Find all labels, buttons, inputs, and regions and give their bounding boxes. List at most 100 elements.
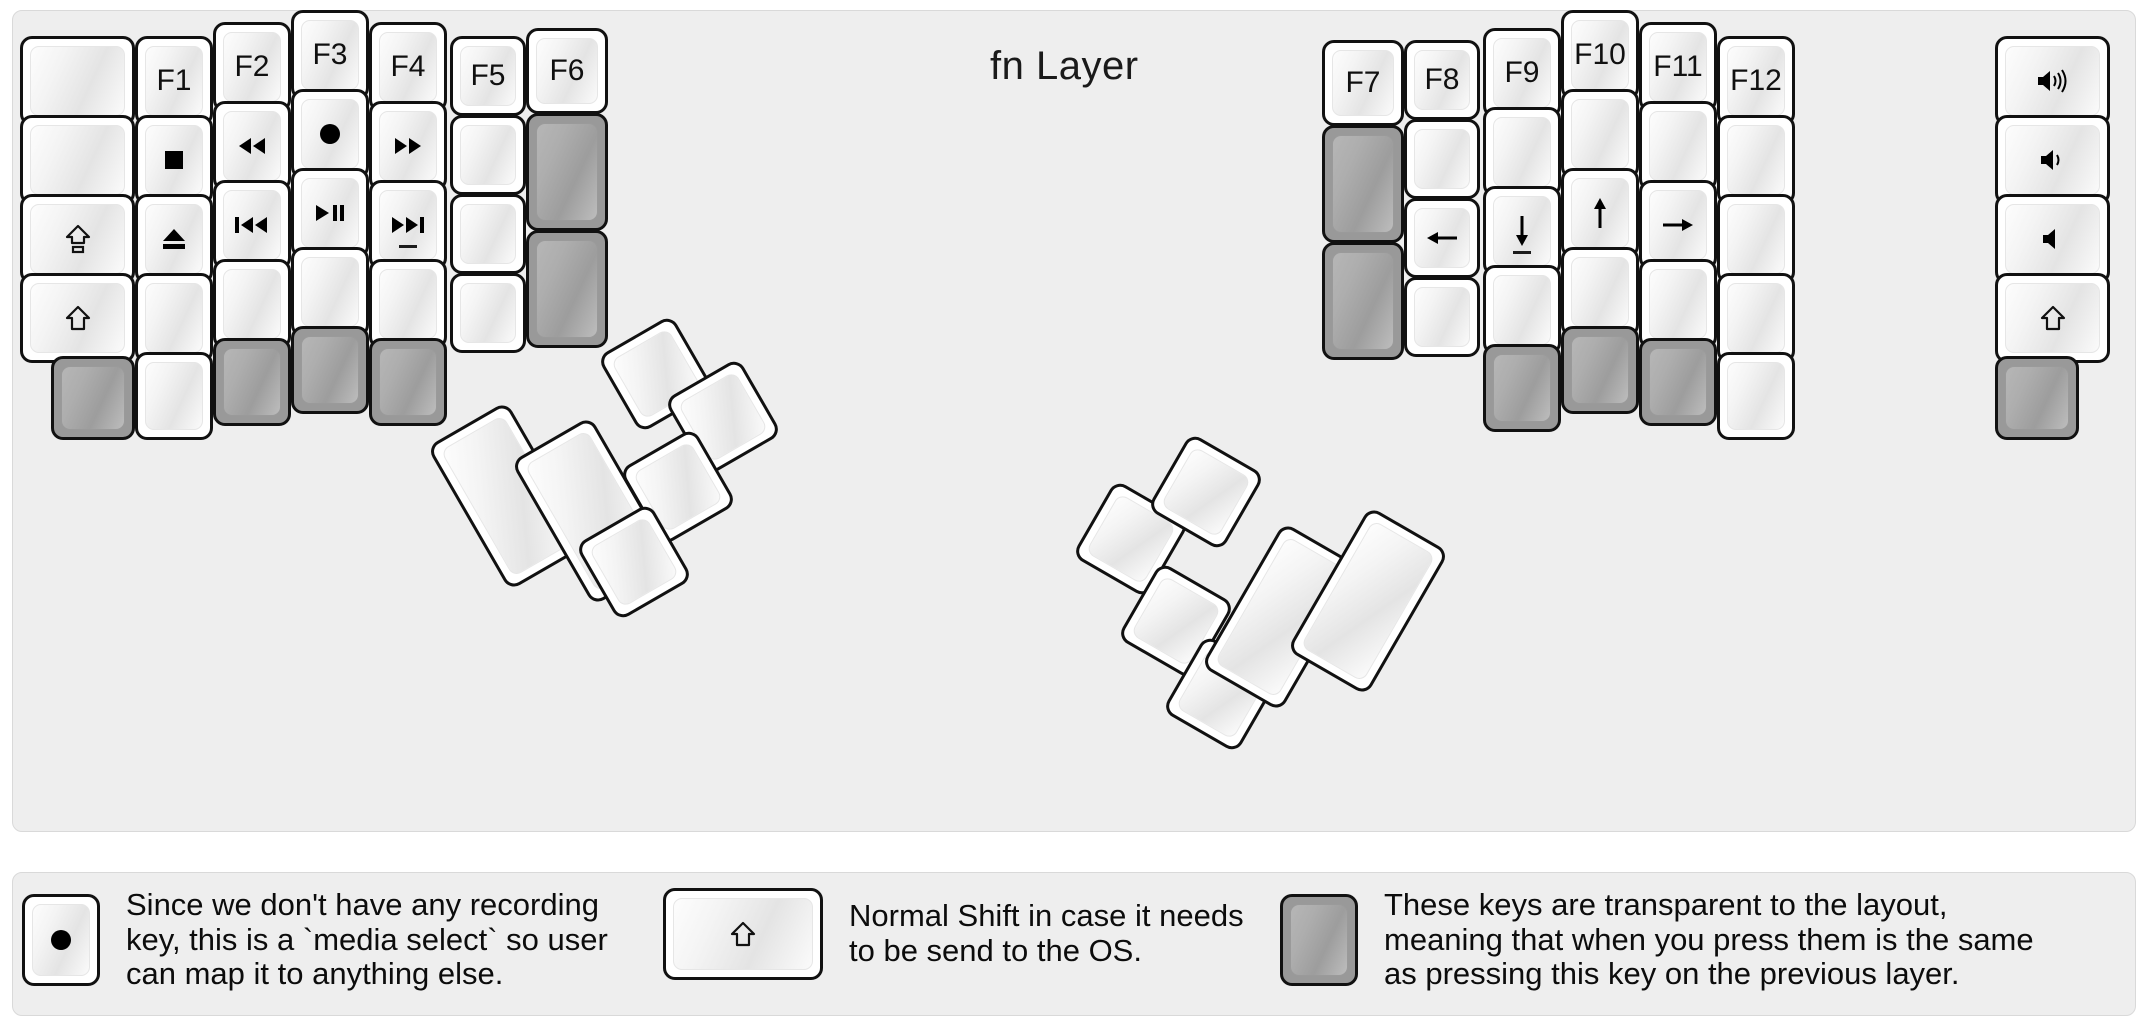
key-left-c4-r1-fast-forward[interactable] (369, 101, 447, 191)
key-left-c2-r0-f2[interactable]: F2 (213, 22, 291, 112)
key-cap: F6 (536, 38, 598, 104)
key-right-c6-r2-volume-mute[interactable] (1995, 194, 2110, 284)
key-right-c1-r1[interactable] (1404, 119, 1480, 199)
key-label: F4 (390, 50, 426, 83)
legend-key-transparent[interactable] (1280, 894, 1358, 987)
key-left-c4-r3[interactable] (369, 259, 447, 349)
key-left-c3-r2-play-pause[interactable] (291, 168, 369, 258)
key-left-c1-r2-eject[interactable] (135, 194, 213, 284)
shift-icon (2040, 305, 2065, 331)
key-label: F12 (1730, 64, 1782, 97)
key-left-c2-r3[interactable] (213, 259, 291, 349)
key-right-c4-r0-f11[interactable]: F11 (1639, 22, 1717, 112)
key-right-c0-r2-transparent[interactable] (1322, 242, 1404, 360)
key-cap (1571, 178, 1629, 248)
key-right-c3-r0-f10[interactable]: F10 (1561, 10, 1639, 100)
arrow-left-icon (1427, 232, 1457, 244)
key-left-c6-r1-transparent[interactable] (526, 113, 608, 231)
media-record-icon (320, 124, 340, 144)
media-record-icon (51, 930, 71, 951)
shift-icon (730, 921, 756, 947)
key-left-c5-r1[interactable] (450, 115, 526, 195)
key-cap (536, 240, 598, 338)
key-left-c0-r2-capslock[interactable] (20, 194, 135, 284)
key-left-c2-r4-transparent[interactable] (213, 338, 291, 426)
key-right-c1-r0-f8[interactable]: F8 (1404, 40, 1480, 120)
key-left-c0-r1[interactable] (20, 115, 135, 205)
key-cap: F12 (1727, 46, 1785, 116)
key-left-c6-r2-transparent[interactable] (526, 230, 608, 348)
key-left-c5-r2[interactable] (450, 194, 526, 274)
legend-caption-shift: Normal Shift in case it needs to be send… (849, 898, 1244, 968)
key-left-c1-r3[interactable] (135, 273, 213, 363)
key-right-c4-r2-arrow-right[interactable] (1639, 180, 1717, 270)
key-right-c5-r3[interactable] (1717, 273, 1795, 363)
key-cap (673, 898, 813, 970)
key-cap (61, 366, 125, 430)
key-right-c4-r3[interactable] (1639, 259, 1717, 349)
key-left-c1-r4[interactable] (135, 352, 213, 440)
legend-key-record[interactable] (22, 894, 100, 987)
key-cap (223, 111, 281, 181)
media-prev-track-icon (235, 217, 267, 233)
key-label: F3 (312, 38, 348, 71)
key-left-c3-r3[interactable] (291, 247, 369, 337)
key-left-c1-r1-stop[interactable] (135, 115, 213, 205)
key-right-c4-r4-transparent[interactable] (1639, 338, 1717, 426)
key-left-c0-r3-shift[interactable] (20, 273, 135, 363)
volume-up-icon (2037, 69, 2066, 93)
key-right-c0-r0-f7[interactable]: F7 (1322, 40, 1404, 126)
key-right-c1-r2-arrow-left[interactable] (1404, 198, 1480, 278)
key-left-c0-r0[interactable] (20, 36, 135, 126)
key-right-c3-r1[interactable] (1561, 89, 1639, 179)
key-left-c0-r4-transparent[interactable] (51, 356, 135, 440)
key-left-c3-r4-transparent[interactable] (291, 326, 369, 414)
key-left-c3-r0-f3[interactable]: F3 (291, 10, 369, 100)
key-cap (460, 125, 516, 185)
key-cap: F8 (1414, 50, 1470, 110)
key-cap (1571, 336, 1629, 404)
legend-key-shift[interactable] (663, 888, 823, 980)
key-cap (30, 204, 125, 274)
key-left-c4-r0-f4[interactable]: F4 (369, 22, 447, 112)
key-right-c6-r0-volume-up[interactable] (1995, 36, 2110, 126)
key-left-c4-r2-next-track[interactable] (369, 180, 447, 270)
media-play-pause-icon (316, 205, 344, 221)
legend-item-record: Since we don't have any recording key, t… (22, 887, 608, 992)
key-right-c1-r3[interactable] (1404, 277, 1480, 357)
key-left-c2-r1-rewind[interactable] (213, 101, 291, 191)
key-right-c2-r1[interactable] (1483, 107, 1561, 197)
key-left-c5-r3[interactable] (450, 273, 526, 353)
key-right-c3-r2-arrow-up[interactable] (1561, 168, 1639, 258)
key-right-c2-r4-transparent[interactable] (1483, 344, 1561, 432)
key-left-c1-r0-f1[interactable]: F1 (135, 36, 213, 126)
key-right-c6-r4-transparent[interactable] (1995, 356, 2079, 440)
key-cap (1493, 196, 1551, 266)
key-right-c2-r0-f9[interactable]: F9 (1483, 28, 1561, 118)
key-right-c5-r0-f12[interactable]: F12 (1717, 36, 1795, 126)
key-right-c6-r3-shift[interactable] (1995, 273, 2110, 363)
key-left-c3-r1-record[interactable] (291, 89, 369, 179)
key-cap (1493, 117, 1551, 187)
key-label: F9 (1504, 56, 1540, 89)
key-left-c6-r0-f6[interactable]: F6 (526, 28, 608, 114)
key-right-c0-r1-transparent[interactable] (1322, 125, 1404, 243)
key-right-c4-r1[interactable] (1639, 101, 1717, 191)
key-right-c2-r2-arrow-down[interactable] (1483, 186, 1561, 276)
key-left-c4-r4-transparent[interactable] (369, 338, 447, 426)
key-right-c5-r2[interactable] (1717, 194, 1795, 284)
key-left-c5-r0-f5[interactable]: F5 (450, 36, 526, 116)
key-right-c5-r4[interactable] (1717, 352, 1795, 440)
arrow-right-icon (1663, 219, 1693, 231)
key-left-c2-r2-prev-track[interactable] (213, 180, 291, 270)
key-cap (379, 348, 437, 416)
key-right-c3-r3[interactable] (1561, 247, 1639, 337)
key-right-c5-r1[interactable] (1717, 115, 1795, 205)
key-right-c2-r3[interactable] (1483, 265, 1561, 355)
key-cap: F5 (460, 46, 516, 106)
key-sub-marker (399, 245, 417, 248)
key-right-c3-r4-transparent[interactable] (1561, 326, 1639, 414)
key-cap (301, 257, 359, 327)
key-right-c6-r1-volume-down[interactable] (1995, 115, 2110, 205)
key-cap (1571, 99, 1629, 169)
